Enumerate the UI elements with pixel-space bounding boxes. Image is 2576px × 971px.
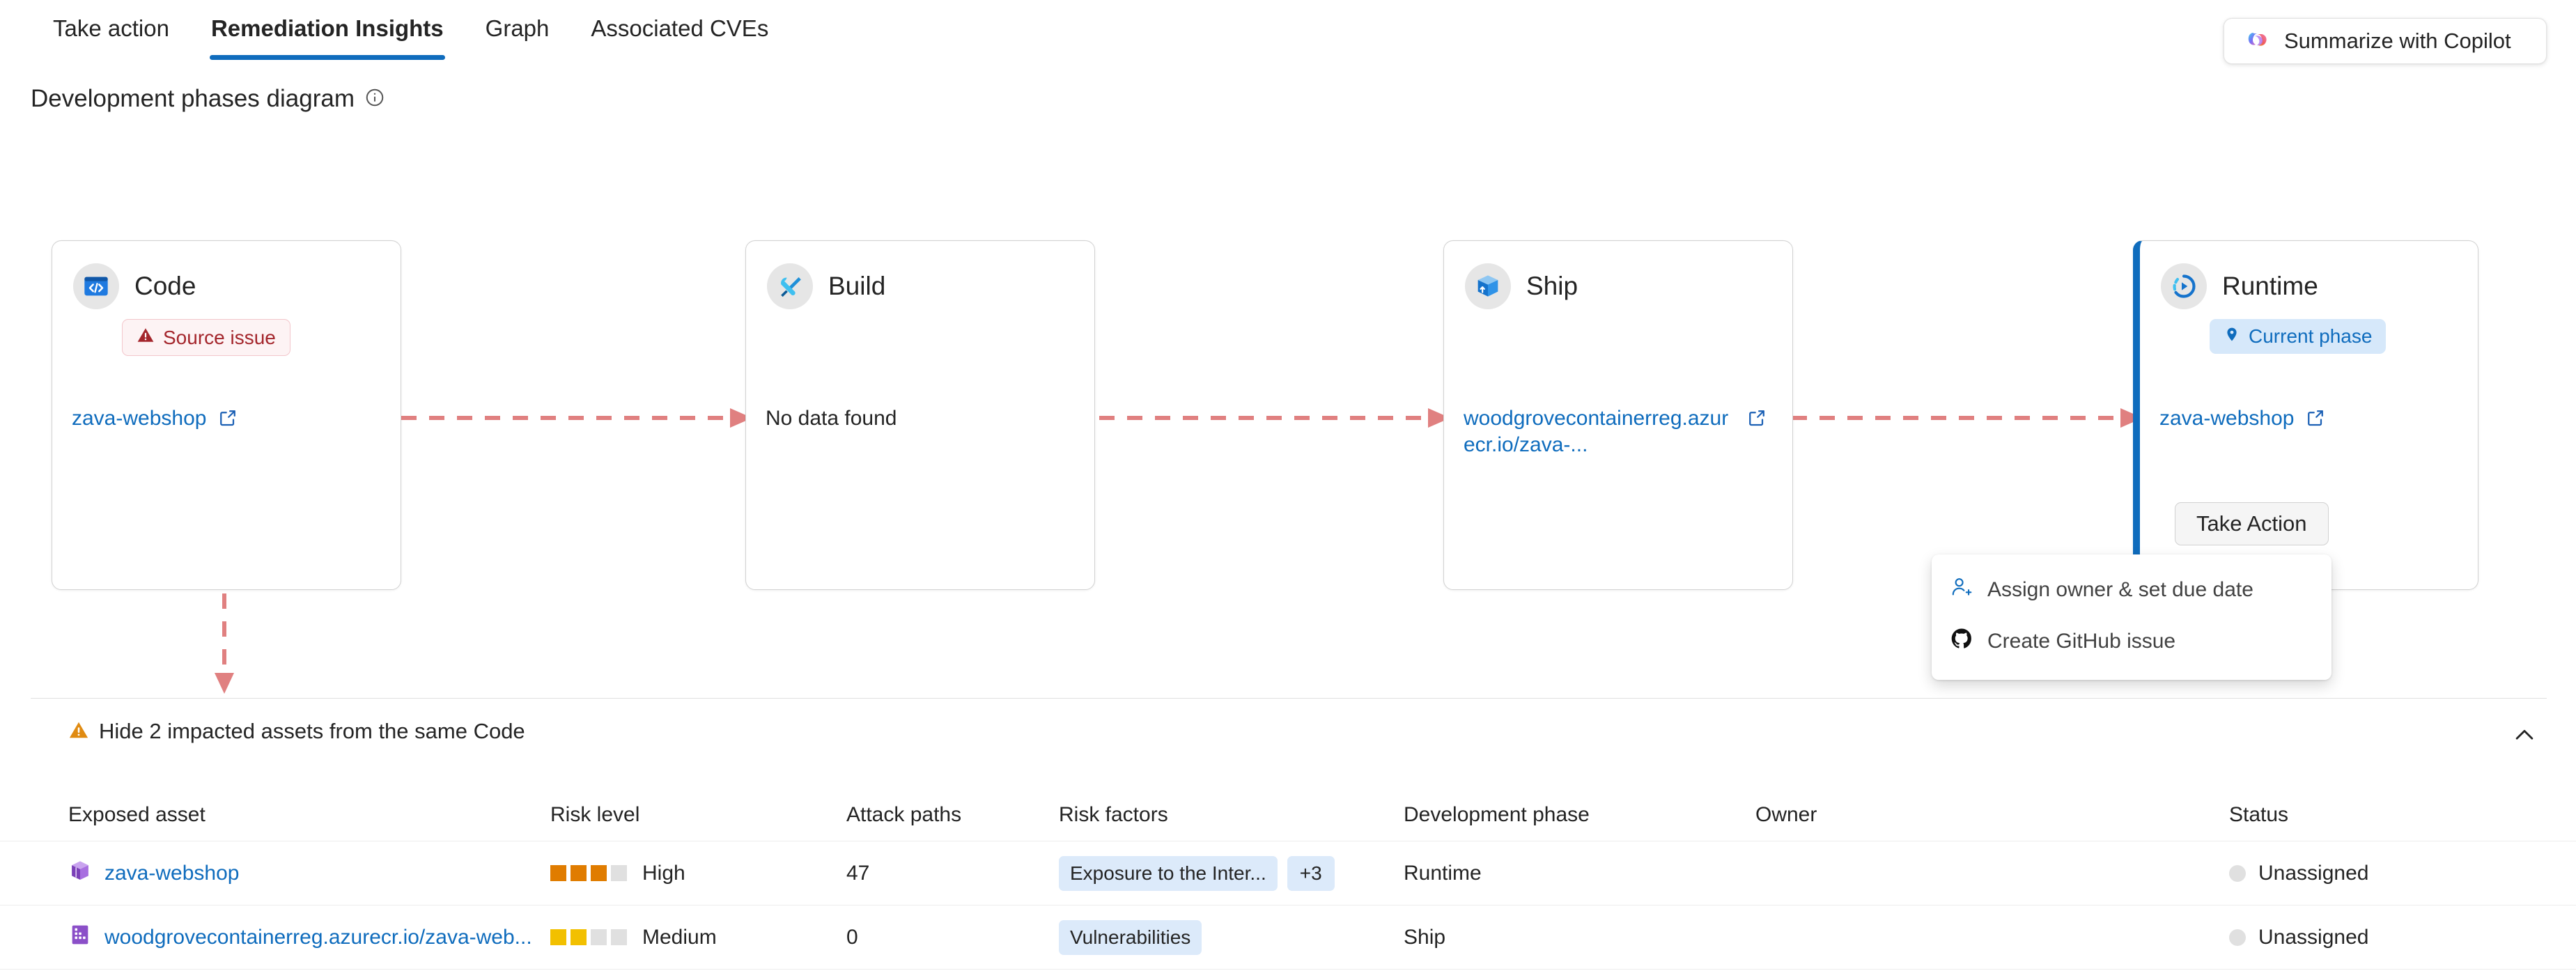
tab-take-action[interactable]: Take action xyxy=(53,15,169,41)
phase-card-empty-state: No data found xyxy=(766,405,1078,432)
status-dot-icon xyxy=(2229,864,2246,882)
column-header-attack-paths[interactable]: Attack paths xyxy=(846,802,962,826)
warning-triangle-icon xyxy=(68,720,89,744)
phase-card-header: Build xyxy=(746,241,1094,309)
column-header-exposed-asset[interactable]: Exposed asset xyxy=(68,802,205,826)
phase-card-header: Code xyxy=(52,241,401,309)
asset-link[interactable]: zava-webshop xyxy=(104,861,240,885)
phase-card-header: Runtime xyxy=(2140,241,2478,309)
menu-item-label: Assign owner & set due date xyxy=(1987,578,2253,601)
impacted-assets-label: Hide 2 impacted assets from the same Cod… xyxy=(99,719,525,743)
cell-status: Unassigned xyxy=(2229,862,2506,885)
chevron-up-icon[interactable] xyxy=(2511,722,2538,753)
phase-card-header: Ship xyxy=(1444,241,1792,309)
badge-label: Source issue xyxy=(163,326,276,348)
risk-level-label: Medium xyxy=(642,925,717,949)
purple-registry-icon xyxy=(68,923,92,952)
phase-card-title: Build xyxy=(828,272,886,300)
tools-icon xyxy=(767,263,813,309)
phase-card-build[interactable]: Build No data found xyxy=(745,240,1095,590)
code-brackets-icon xyxy=(73,263,119,309)
phase-card-runtime[interactable]: Runtime Current phase zava-webshop Take … xyxy=(2133,240,2478,590)
external-link-icon[interactable] xyxy=(2305,407,2326,432)
page-title: Development phases diagram xyxy=(31,85,385,113)
tab-associated-cves[interactable]: Associated CVEs xyxy=(591,15,769,41)
external-link-icon[interactable] xyxy=(1746,407,1767,432)
menu-item-create-github-issue[interactable]: Create GitHub issue xyxy=(1932,616,2331,667)
cell-attack-paths: 0 xyxy=(846,925,858,949)
column-header-owner[interactable]: Owner xyxy=(1755,802,1817,826)
column-header-status[interactable]: Status xyxy=(2229,802,2289,826)
risk-factor-chip[interactable]: Exposure to the Inter... xyxy=(1059,855,1278,891)
badge-label: Current phase xyxy=(2249,325,2373,347)
location-pin-icon xyxy=(2224,325,2240,348)
github-icon xyxy=(1950,627,1973,656)
cell-development-phase: Runtime xyxy=(1404,861,1482,885)
no-data-text: No data found xyxy=(766,407,897,430)
status-label: Unassigned xyxy=(2258,925,2369,949)
risk-level-indicator xyxy=(550,929,627,945)
asset-link[interactable]: woodgrovecontainerreg.azurecr.io/zava-we… xyxy=(104,925,532,949)
copilot-button-label: Summarize with Copilot xyxy=(2284,29,2511,53)
phase-card-title: Code xyxy=(134,272,196,300)
column-header-development-phase[interactable]: Development phase xyxy=(1404,802,1590,826)
tab-graph[interactable]: Graph xyxy=(485,15,550,41)
phase-card-link[interactable]: zava-webshop xyxy=(2159,405,2461,432)
runtime-play-icon xyxy=(2161,263,2207,309)
risk-level-label: High xyxy=(642,861,685,885)
status-dot-icon xyxy=(2229,929,2246,946)
cell-development-phase: Ship xyxy=(1404,925,1446,949)
menu-item-assign-owner[interactable]: Assign owner & set due date xyxy=(1932,564,2331,616)
impacted-assets-toggle[interactable]: Hide 2 impacted assets from the same Cod… xyxy=(68,719,525,744)
section-title-text: Development phases diagram xyxy=(31,85,355,112)
phase-link-text[interactable]: woodgrovecontainerreg.azurecr.io/zava-..… xyxy=(1464,407,1729,456)
column-header-risk-level[interactable]: Risk level xyxy=(550,802,640,826)
risk-factor-chip[interactable]: Vulnerabilities xyxy=(1059,919,1202,955)
phase-card-title: Ship xyxy=(1526,272,1578,300)
phase-card-link[interactable]: zava-webshop xyxy=(72,405,384,432)
section-divider xyxy=(31,698,2547,699)
menu-item-label: Create GitHub issue xyxy=(1987,630,2176,653)
cell-exposed-asset[interactable]: woodgrovecontainerreg.azurecr.io/zava-we… xyxy=(0,923,550,952)
take-action-button[interactable]: Take Action xyxy=(2175,502,2329,545)
phase-card-ship[interactable]: Ship woodgrovecontainerreg.azurecr.io/za… xyxy=(1443,240,1793,590)
external-link-icon[interactable] xyxy=(217,407,238,432)
cell-status: Unassigned xyxy=(2229,926,2506,949)
person-add-icon xyxy=(1950,575,1973,605)
summarize-with-copilot-button[interactable]: Summarize with Copilot xyxy=(2224,18,2547,64)
status-badge-current-phase: Current phase xyxy=(2210,319,2387,354)
phase-link-text[interactable]: zava-webshop xyxy=(2159,407,2295,430)
phase-card-code[interactable]: Code Source issue zava-webshop xyxy=(52,240,401,590)
cell-attack-paths: 47 xyxy=(846,861,870,885)
table-row[interactable]: zava-webshop High 47 Exposure to the Int… xyxy=(0,841,2576,906)
table-row[interactable]: woodgrovecontainerreg.azurecr.io/zava-we… xyxy=(0,906,2576,970)
tab-remediation-insights[interactable]: Remediation Insights xyxy=(190,0,465,60)
copilot-icon xyxy=(2247,28,2270,55)
phase-card-title: Runtime xyxy=(2222,272,2318,300)
tab-bar: Take action Remediation Insights Graph A… xyxy=(0,0,2576,65)
phase-card-link[interactable]: woodgrovecontainerreg.azurecr.io/zava-..… xyxy=(1464,405,1776,458)
cell-risk-factors: Exposure to the Inter... +3 xyxy=(1059,855,1404,891)
exposed-assets-table: Exposed asset Risk level Attack paths Ri… xyxy=(0,789,2576,970)
take-action-dropdown-menu: Assign owner & set due date Create GitHu… xyxy=(1932,554,2331,680)
cell-exposed-asset[interactable]: zava-webshop xyxy=(0,859,550,888)
info-icon[interactable] xyxy=(364,87,385,111)
column-header-risk-factors[interactable]: Risk factors xyxy=(1059,802,1168,826)
package-box-icon xyxy=(1465,263,1511,309)
phase-link-text[interactable]: zava-webshop xyxy=(72,407,207,430)
status-badge-source-issue: Source issue xyxy=(122,319,290,356)
cell-risk-level: High xyxy=(550,862,846,885)
cell-risk-level: Medium xyxy=(550,926,846,949)
cell-risk-factors: Vulnerabilities xyxy=(1059,919,1404,955)
risk-factor-more-chip[interactable]: +3 xyxy=(1287,855,1335,891)
table-header-row: Exposed asset Risk level Attack paths Ri… xyxy=(0,789,2576,841)
warning-triangle-icon xyxy=(137,326,155,349)
risk-level-indicator xyxy=(550,865,627,881)
purple-box-icon xyxy=(68,859,92,888)
status-label: Unassigned xyxy=(2258,861,2369,885)
